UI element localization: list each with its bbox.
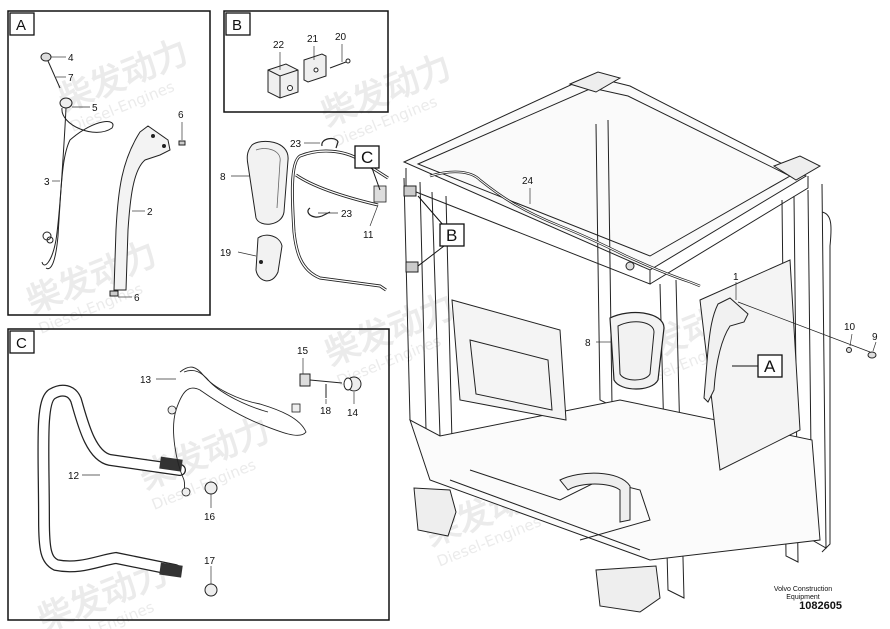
callout-b: B bbox=[417, 195, 465, 267]
label-22: 22 bbox=[273, 40, 285, 51]
footer-brand: Volvo Construction Equipment bbox=[758, 586, 848, 602]
footer-brand-line1: Volvo Construction bbox=[773, 586, 833, 593]
label-9: 9 bbox=[872, 332, 878, 343]
panel-b: B 22 21 20 bbox=[223, 10, 389, 113]
label-24: 24 bbox=[522, 176, 534, 187]
mirror-leaders bbox=[231, 142, 379, 257]
label-16: 16 bbox=[204, 512, 216, 523]
bolt-assembly bbox=[40, 52, 114, 270]
footer-brand-line2: Equipment bbox=[786, 594, 820, 601]
label-19: 19 bbox=[220, 248, 232, 259]
label-2: 2 bbox=[147, 207, 153, 218]
cab-frame bbox=[402, 71, 877, 613]
panel-b-tag bbox=[225, 12, 251, 36]
label-3: 3 bbox=[44, 177, 50, 188]
label-15: 15 bbox=[297, 346, 309, 357]
label-20: 20 bbox=[335, 32, 347, 43]
mirror-8-left bbox=[246, 140, 289, 225]
panel-a-letter: A bbox=[16, 17, 26, 34]
label-1: 1 bbox=[733, 272, 739, 283]
callout-a: A bbox=[732, 354, 783, 378]
panel-a-tag bbox=[9, 12, 35, 36]
label-6-top: 6 bbox=[178, 110, 184, 121]
panel-c-letter: C bbox=[16, 335, 27, 352]
cap-17 bbox=[204, 583, 218, 597]
label-17: 17 bbox=[204, 556, 216, 567]
grab-handle bbox=[109, 125, 186, 297]
label-5: 5 bbox=[92, 103, 98, 114]
tube-handle-12 bbox=[37, 384, 186, 578]
label-6-bottom: 6 bbox=[134, 293, 140, 304]
label-21: 21 bbox=[307, 34, 319, 45]
cable-13 bbox=[173, 366, 307, 497]
cap-16 bbox=[204, 481, 218, 495]
panel-b-letter: B bbox=[232, 17, 242, 34]
label-14: 14 bbox=[347, 408, 359, 419]
callout-c: C bbox=[354, 145, 381, 191]
label-4: 4 bbox=[68, 53, 74, 64]
label-8-right: 8 bbox=[585, 338, 591, 349]
frame-leaders bbox=[529, 188, 877, 352]
panel-a: A 4 7 5 bbox=[7, 10, 211, 316]
switch-assembly bbox=[299, 373, 362, 398]
label-18: 18 bbox=[320, 406, 332, 417]
footer-doc-number: 1082605 bbox=[799, 600, 842, 612]
label-13: 13 bbox=[140, 375, 152, 386]
label-23-bottom: 23 bbox=[341, 209, 353, 220]
panel-b-leaders bbox=[279, 44, 343, 70]
label-7: 7 bbox=[68, 73, 74, 84]
label-10: 10 bbox=[844, 322, 856, 333]
callout-a-letter: A bbox=[764, 357, 776, 376]
panel-c-tag bbox=[9, 330, 35, 354]
panel-c: C bbox=[7, 328, 390, 621]
callout-b-letter: B bbox=[446, 226, 457, 245]
mirror-19 bbox=[255, 234, 283, 282]
panel-a-leaders bbox=[51, 56, 183, 298]
label-12: 12 bbox=[68, 471, 80, 482]
label-23-top: 23 bbox=[290, 139, 302, 150]
label-8-left: 8 bbox=[220, 172, 226, 183]
callout-c-letter: C bbox=[361, 148, 373, 167]
mirror-detail: 8 23 23 11 19 bbox=[220, 137, 389, 292]
panel-c-leaders bbox=[82, 358, 355, 584]
label-11: 11 bbox=[363, 230, 374, 241]
bracket-block bbox=[267, 53, 351, 99]
